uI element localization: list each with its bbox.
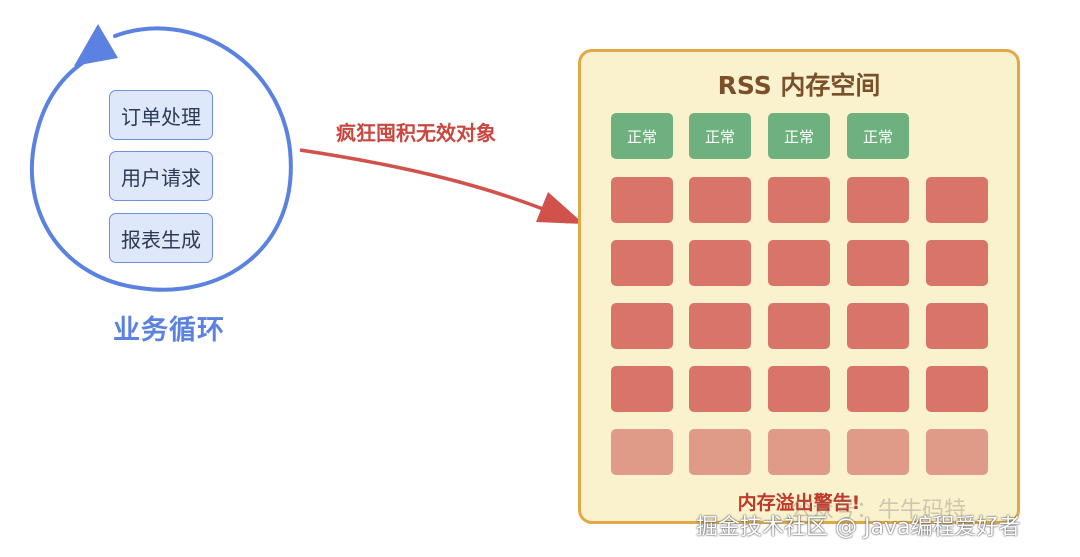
garbage-object-block bbox=[689, 366, 751, 412]
arrow-label: 疯狂囤积无效对象 bbox=[336, 121, 496, 145]
garbage-object-block bbox=[926, 240, 988, 286]
garbage-object-block bbox=[847, 303, 909, 349]
garbage-object-block bbox=[689, 177, 751, 223]
loop-label: 业务循环 bbox=[113, 315, 225, 346]
garbage-object-block bbox=[611, 366, 673, 412]
garbage-object-block bbox=[768, 366, 830, 412]
loop-arrowhead-icon bbox=[74, 24, 118, 66]
normal-object-block: 正常 bbox=[847, 113, 909, 159]
faded-garbage-block bbox=[768, 429, 830, 475]
overflow-warning: 内存溢出警告! bbox=[737, 492, 861, 514]
faded-garbage-block bbox=[689, 429, 751, 475]
garbage-object-block bbox=[768, 177, 830, 223]
garbage-object-block bbox=[611, 303, 673, 349]
faded-garbage-block bbox=[926, 429, 988, 475]
garbage-object-block bbox=[926, 366, 988, 412]
garbage-object-block bbox=[689, 303, 751, 349]
rss-memory-box: RSS 内存空间 正常正常正常正常 内存溢出警告! bbox=[578, 49, 1020, 524]
task-report-generation: 报表生成 bbox=[109, 213, 213, 263]
garbage-object-block bbox=[611, 177, 673, 223]
normal-object-block: 正常 bbox=[768, 113, 830, 159]
garbage-object-block bbox=[926, 177, 988, 223]
garbage-object-block bbox=[847, 177, 909, 223]
garbage-object-block bbox=[768, 240, 830, 286]
watermark-account: 公众号：牛牛码特 bbox=[790, 498, 967, 523]
hoard-arrowhead-icon bbox=[536, 192, 584, 224]
garbage-object-block bbox=[926, 303, 988, 349]
task-order-processing: 订单处理 bbox=[109, 90, 213, 140]
faded-garbage-block bbox=[847, 429, 909, 475]
garbage-object-block bbox=[611, 240, 673, 286]
hoard-arrow bbox=[299, 148, 577, 224]
garbage-object-block bbox=[768, 303, 830, 349]
normal-object-block: 正常 bbox=[611, 113, 673, 159]
garbage-object-block bbox=[847, 366, 909, 412]
rss-title: RSS 内存空间 bbox=[717, 71, 881, 100]
garbage-object-block bbox=[689, 240, 751, 286]
normal-object-block: 正常 bbox=[689, 113, 751, 159]
faded-garbage-block bbox=[611, 429, 673, 475]
garbage-object-block bbox=[847, 240, 909, 286]
business-loop-circle bbox=[29, 26, 293, 292]
task-user-request: 用户请求 bbox=[109, 151, 213, 201]
watermark-community: 掘金技术社区 @ Java编程爱好者 bbox=[696, 515, 1021, 540]
